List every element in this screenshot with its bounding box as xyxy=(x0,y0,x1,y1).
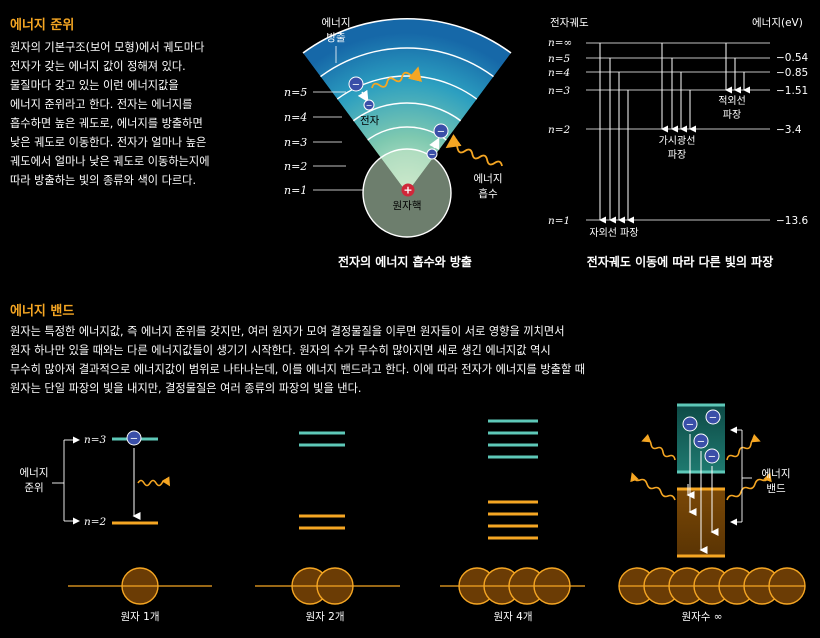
svg-text:−: − xyxy=(366,101,373,110)
level-n2-label: n=2 xyxy=(84,516,107,528)
atom-diagram-caption: 전자의 에너지 흡수와 방출 xyxy=(338,254,472,269)
orbit-header: 전자궤도 xyxy=(550,17,589,29)
level-label: n=4 xyxy=(548,67,570,79)
paragraph-line: 원자 하나만 있을 때와는 다른 에너지값들이 생기기 시작한다. 원자의 수가… xyxy=(10,341,810,360)
atom-fan xyxy=(270,19,520,280)
level-label: n=5 xyxy=(284,86,307,99)
series-label-visible: 파장 xyxy=(668,149,686,161)
section-paragraph-energy-level: 원자의 기본구조(보어 모형)에서 궤도마다 전자가 갖는 에너지 값이 정해져… xyxy=(10,38,270,190)
level-label: n=4 xyxy=(284,111,307,124)
electron-label: 전자 xyxy=(360,115,380,127)
svg-text:−: − xyxy=(708,452,716,463)
level-label: n=1 xyxy=(548,215,570,227)
atom-count-label: 원자 1개 xyxy=(121,611,160,623)
energy-value: −13.6 xyxy=(776,215,808,227)
svg-text:−: − xyxy=(697,437,705,448)
paragraph-line: 물질마다 갖고 있는 이런 에너지값을 xyxy=(10,76,270,95)
level-label: n=5 xyxy=(548,53,571,65)
energy-band-label: 밴드 xyxy=(766,483,786,495)
level-diagram-caption: 전자궤도 이동에 따라 다른 빛의 파장 xyxy=(587,254,774,269)
svg-text:−: − xyxy=(686,420,694,431)
level-label: n=∞ xyxy=(548,37,572,49)
section-title-energy-band: 에너지 밴드 xyxy=(10,300,74,319)
energy-band-label: 에너지 xyxy=(762,468,791,480)
energy-value: −0.54 xyxy=(776,52,808,64)
svg-text:−: − xyxy=(429,150,436,159)
series-label-infrared: 파장 xyxy=(723,109,741,121)
paragraph-line: 낮은 궤도로 이동한다. 전자가 얼마나 높은 xyxy=(10,133,270,152)
emission-wave xyxy=(645,440,675,461)
series-label-infrared: 적외선 xyxy=(718,95,746,107)
series-label-visible: 가시광선 xyxy=(659,135,696,147)
absorption-label: 에너지 xyxy=(474,173,503,185)
svg-text:−: − xyxy=(437,127,445,138)
paragraph-line: 원자의 기본구조(보어 모형)에서 궤도마다 xyxy=(10,38,270,57)
paragraph-line: 따라 방출하는 빛의 종류와 색이 다르다. xyxy=(10,171,270,190)
absorption-label: 흡수 xyxy=(478,187,498,200)
svg-text:+: + xyxy=(403,184,412,197)
emission-wave xyxy=(138,481,168,486)
paragraph-line: 에너지 준위라고 한다. 전자는 에너지를 xyxy=(10,95,270,114)
emission-wave xyxy=(633,476,675,500)
level-n3-label: n=3 xyxy=(84,434,107,446)
level-label: n=2 xyxy=(284,160,307,173)
energy-header: 에너지(eV) xyxy=(752,17,803,29)
section-paragraph-energy-band: 원자는 특정한 에너지값, 즉 에너지 준위를 갖지만, 여러 원자가 모여 결… xyxy=(10,322,810,398)
level-label: n=1 xyxy=(284,184,307,197)
svg-text:−: − xyxy=(130,434,138,445)
level-label: n=3 xyxy=(284,136,307,149)
paragraph-line: 궤도에서 얼마나 낮은 궤도로 이동하는지에 xyxy=(10,152,270,171)
paragraph-line: 흡수하면 높은 궤도로, 에너지를 방출하면 xyxy=(10,114,270,133)
energy-level-label: 준위 xyxy=(24,481,43,494)
atom-count-label: 원자수 ∞ xyxy=(681,611,722,623)
atom-count-label: 원자 4개 xyxy=(494,611,533,623)
bohr-atom-diagram: + 원자핵 n=5 n=4 n=3 n=2 n=1 − − 전자 에너지 방출 … xyxy=(270,0,520,280)
section-title-energy-level: 에너지 준위 xyxy=(10,14,74,33)
energy-level-label: 에너지 xyxy=(20,467,49,479)
energy-value: −3.4 xyxy=(776,124,802,136)
paragraph-line: 무수히 많아져 결과적으로 에너지값이 범위로 나타나는데, 이를 에너지 밴드… xyxy=(10,360,810,379)
emission-label: 방출 xyxy=(326,32,346,44)
svg-text:−: − xyxy=(709,413,717,424)
paragraph-line: 전자가 갖는 에너지 값이 정해져 있다. xyxy=(10,57,270,76)
absorption-wave xyxy=(449,142,503,169)
level-label: n=3 xyxy=(548,85,571,97)
energy-level-diagram: 전자궤도 에너지(eV) n=∞ n=5 n=4 n=3 n=2 n=1 −0.… xyxy=(540,0,820,280)
series-label-uv: 자외선 파장 xyxy=(589,227,638,239)
energy-band-diagram: 에너지 준위 n=3 n=2 − − − − − 에너지 밴드 xyxy=(0,400,820,638)
paragraph-line: 원자는 단일 파장의 빛을 내지만, 결정물질은 여러 종류의 파장의 빛을 낸… xyxy=(10,379,810,398)
paragraph-line: 원자는 특정한 에너지값, 즉 에너지 준위를 갖지만, 여러 원자가 모여 결… xyxy=(10,322,810,341)
energy-value: −0.85 xyxy=(776,67,808,79)
emission-label: 에너지 xyxy=(322,17,351,29)
level-label: n=2 xyxy=(548,124,571,136)
atom-count-label: 원자 2개 xyxy=(306,611,345,623)
energy-value: −1.51 xyxy=(776,85,808,97)
nucleus-label: 원자핵 xyxy=(393,200,422,212)
atom-row xyxy=(68,568,805,604)
svg-text:−: − xyxy=(352,80,360,91)
